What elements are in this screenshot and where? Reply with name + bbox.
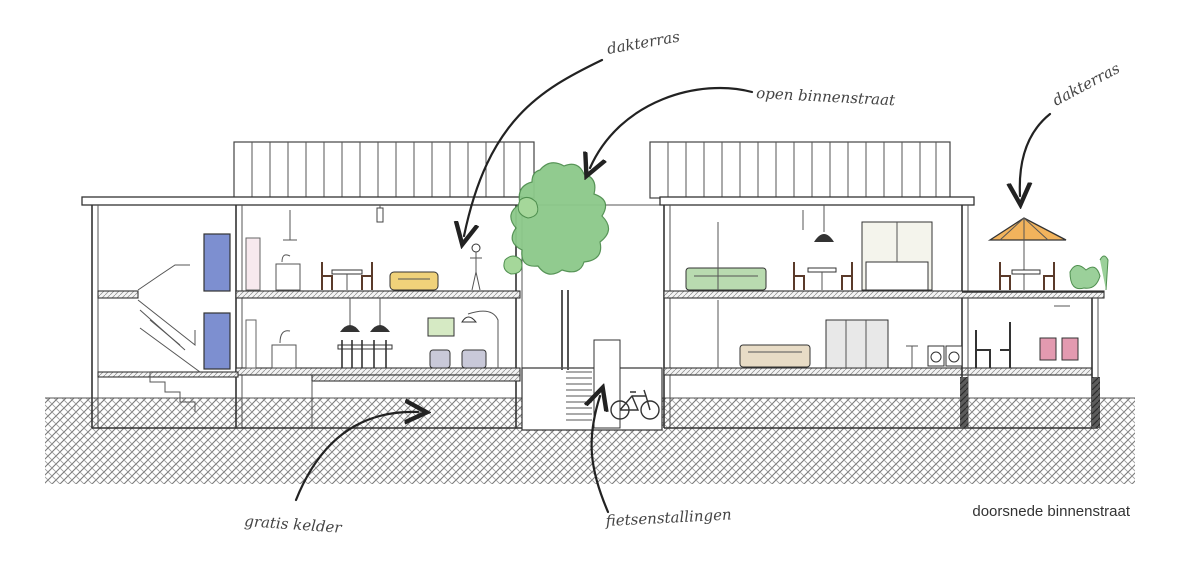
ground-floor-furniture-left: [245, 298, 499, 369]
arrow-gratis-kelder: [294, 412, 418, 502]
arrow-dakterras-right: [1020, 112, 1052, 196]
upper-floor-furniture-left: [245, 205, 482, 291]
left-building: [81, 141, 535, 429]
roof-terrace-right: [962, 217, 1109, 293]
door-upper: [203, 233, 231, 292]
ground-floor-furniture-right: [717, 300, 1079, 369]
label-dakterras-right: dakterras: [1049, 59, 1123, 110]
arrow-open-binnenstraat: [590, 86, 754, 168]
annotation-arrows: [294, 58, 1052, 514]
diagram-caption: doorsnede binnenstraat: [972, 503, 1130, 520]
label-open-binnenstraat: open binnenstraat: [756, 84, 897, 109]
tree: [503, 162, 610, 370]
arrow-dakterras-left: [464, 58, 604, 236]
upper-floor-furniture-right: [685, 205, 933, 291]
label-gratis-kelder: gratis kelder: [244, 512, 343, 537]
label-fietsenstallingen: fietsenstallingen: [604, 505, 732, 530]
door-lower: [203, 312, 231, 370]
arrow-fietsenstallingen: [592, 396, 610, 514]
bicycle-icon: [610, 389, 660, 420]
courtyard: [503, 162, 663, 431]
right-building: [649, 141, 1109, 429]
staircase: [137, 264, 201, 412]
roof-panels-right: [649, 141, 951, 199]
roof-panels-left: [233, 141, 535, 199]
label-dakterras-left: dakterras: [606, 27, 682, 58]
